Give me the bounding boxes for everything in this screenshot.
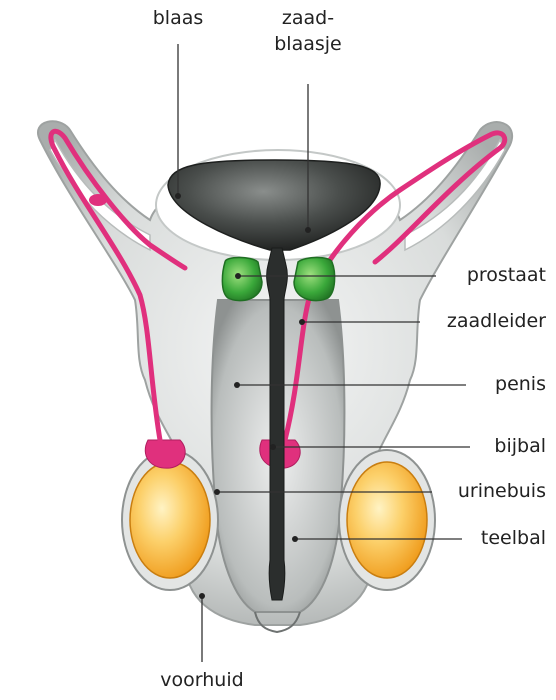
urethra [267,248,288,600]
left-epididymis [145,440,185,468]
label-voorhuid: voorhuid [160,668,243,692]
label-teelbal: teelbal [481,526,546,550]
dot-teelbal [292,536,298,542]
label-penis: penis [495,372,546,396]
dot-urinebuis [214,489,220,495]
label-urinebuis: urinebuis [458,479,546,503]
label-zaadblaasje-line1: zaad- [282,6,334,30]
dot-penis [234,382,240,388]
label-prostaat: prostaat [467,263,546,287]
right-prostate [294,258,335,301]
dot-zaadleider [299,319,305,325]
right-testis [347,462,427,578]
dot-blaas [175,193,181,199]
dot-voorhuid [199,593,205,599]
dot-prostaat [235,273,241,279]
dot-bijbal [270,444,276,450]
left-testis [130,462,210,578]
label-zaadblaasje-line2: blaasje [274,32,342,56]
left-prostate [222,258,262,301]
label-zaadleider: zaadleider [447,309,546,333]
label-blaas: blaas [153,6,204,30]
label-bijbal: bijbal [494,434,546,458]
left-seminal-vesicle [89,194,107,206]
dot-zaadblaasje [305,227,311,233]
